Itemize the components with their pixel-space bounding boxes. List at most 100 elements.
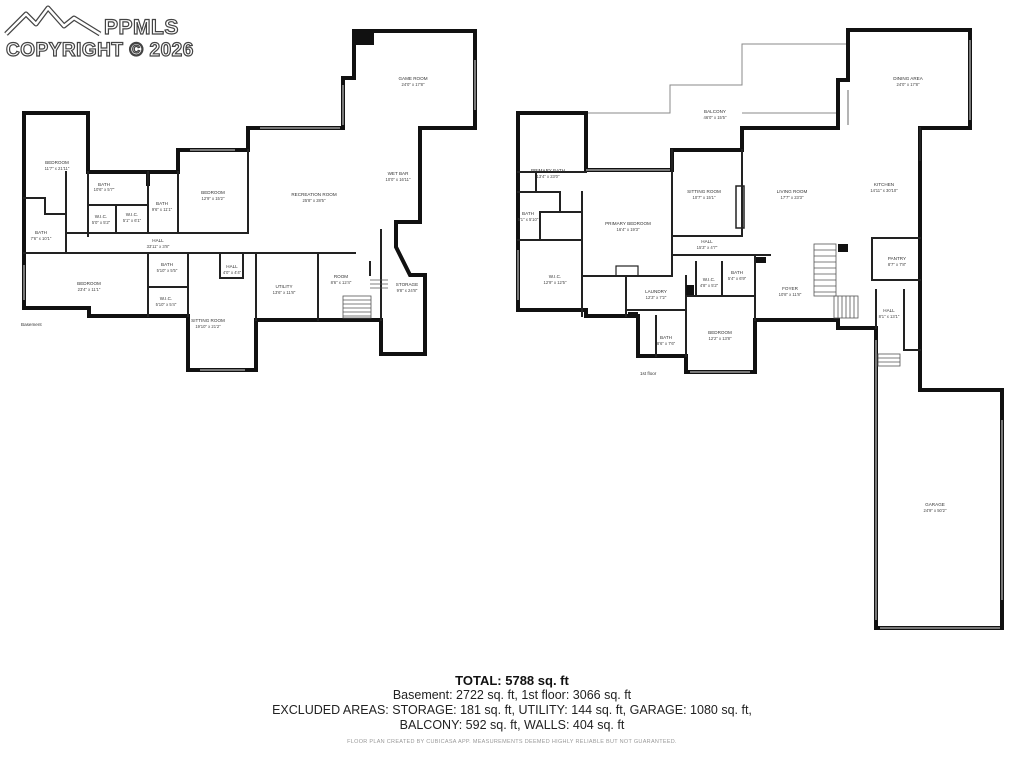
room-dims: 24'9" x 50'2" — [924, 508, 947, 513]
room-name: SITTING ROOM — [191, 318, 225, 323]
floor-areas: Basement: 2722 sq. ft, 1st floor: 3066 s… — [392, 688, 632, 702]
column-block — [838, 244, 848, 252]
room-name: HALL — [226, 264, 238, 269]
room-dims: 7'6" x 10'1" — [31, 236, 52, 241]
room-dims: 8'6" x 7'6" — [657, 341, 676, 346]
room-name: STORAGE — [396, 282, 418, 287]
room-name: HALL — [883, 308, 895, 313]
room-dims: 12'2" x 13'8" — [709, 336, 732, 341]
room-name: BALCONY — [704, 109, 726, 114]
room-name: LIVING ROOM — [777, 189, 808, 194]
column-block — [354, 31, 374, 45]
room-name: UTILITY — [275, 284, 292, 289]
room-dims: 12'9" x 15'2" — [202, 196, 225, 201]
room-name: LAUNDRY — [645, 289, 667, 294]
room-dims: 12'3" x 7'2" — [646, 295, 667, 300]
room-name: WET BAR — [388, 171, 410, 176]
room-name: BEDROOM — [77, 281, 101, 286]
room-dims: 15'3" x 4'7" — [697, 245, 718, 250]
room-name: W.I.C. — [126, 212, 139, 217]
room-dims: 23'4" x 11'1" — [78, 287, 101, 292]
room-dims: 25'8" x 28'5" — [303, 198, 326, 203]
area-summary: TOTAL: 5788 sq. ft Basement: 2722 sq. ft… — [0, 673, 1024, 745]
total-area: TOTAL: 5788 sq. ft — [455, 673, 569, 688]
room-name: GARAGE — [925, 502, 945, 507]
room-name: RECREATION ROOM — [291, 192, 337, 197]
fireplace — [735, 185, 745, 229]
room-name: W.I.C. — [549, 274, 562, 279]
room-name: BATH — [156, 201, 168, 206]
room-dims: 24'0" x 17'8" — [897, 82, 920, 87]
room-name: PRIMARY BATH — [531, 168, 565, 173]
room-dims: 12'9" x 12'5" — [544, 280, 567, 285]
column-block — [756, 257, 766, 263]
room-dims: 14'11" x 30'10" — [870, 188, 898, 193]
room-dims: 33'11" x 3'8" — [147, 244, 170, 249]
room-dims: 13'6" x 11'8" — [273, 290, 296, 295]
room-dims: 11'7" x 21'11" — [45, 166, 70, 171]
mountain-logo-icon — [4, 5, 102, 37]
room-name: BEDROOM — [45, 160, 69, 165]
room-dims: 4'8" x 5'2" — [700, 283, 719, 288]
room-name: PRIMARY BEDROOM — [605, 221, 651, 226]
room-name: BATH — [522, 211, 534, 216]
room-name: GAME ROOM — [398, 76, 427, 81]
room-dims: 10'6" x 5'7" — [94, 187, 115, 192]
room-dims: 5'10" x 5'4" — [156, 302, 177, 307]
logo-copyright-text: COPYRIGHT © 2026 — [5, 39, 194, 61]
column-block — [628, 312, 638, 318]
basement-plan: BEDROOM 11'7" x 21'11" BATH 10'6" x 5'7"… — [21, 29, 477, 372]
room-name: W.I.C. — [95, 214, 108, 219]
room-dims: 4'0" x 4'4" — [223, 270, 242, 275]
room-name: BATH — [731, 270, 743, 275]
room-name: DINING AREA — [893, 76, 924, 81]
basement-stairs — [342, 279, 388, 319]
room-dims: 8'6" x 12'4" — [331, 280, 352, 285]
room-dims: 10'0" x 16'11" — [386, 177, 411, 182]
room-name: ROOM — [334, 274, 348, 279]
room-dims: 46'0" x 15'5" — [704, 115, 727, 120]
room-dims: 8'1" x 13'1" — [879, 314, 900, 319]
column-block — [686, 285, 694, 295]
floor-label-first: 1st floor — [640, 371, 657, 376]
room-name: BATH — [161, 262, 173, 267]
room-dims: 10'8" x 11'8" — [779, 292, 802, 297]
room-name: HALL — [701, 239, 713, 244]
room-dims: 5'10" x 5'5" — [157, 268, 178, 273]
fireplace — [615, 265, 639, 277]
room-dims: 5'0" x 5'2" — [92, 220, 111, 225]
room-name: W.I.C. — [160, 296, 173, 301]
room-dims: 10'7" x 15'1" — [693, 195, 716, 200]
room-name: PANTRY — [888, 256, 906, 261]
room-dims: 13'4" x 23'0" — [537, 174, 560, 179]
room-name: SITTING ROOM — [687, 189, 721, 194]
excluded-areas: EXCLUDED AREAS: STORAGE: 181 sq. ft, UTI… — [272, 703, 752, 717]
room-dims: 5'1" x 5'10" — [518, 217, 539, 222]
room-dims: 17'7" x 23'3" — [781, 195, 804, 200]
room-name: BEDROOM — [201, 190, 225, 195]
room-name: BATH — [660, 335, 672, 340]
room-name: BATH — [35, 230, 47, 235]
room-name: W.I.C. — [703, 277, 716, 282]
room-name: BEDROOM — [708, 330, 732, 335]
room-dims: 19'10" x 21'2" — [195, 324, 221, 329]
first-floor-stairs — [813, 243, 901, 367]
room-name: KITCHEN — [874, 182, 894, 187]
excluded-areas-cont: BALCONY: 592 sq. ft, WALLS: 404 sq. ft — [399, 718, 625, 732]
room-dims: 5'1" x 6'1" — [123, 218, 142, 223]
room-dims: 16'4" x 19'3" — [617, 227, 640, 232]
floor-label-basement: Basement — [21, 322, 42, 327]
logo-brand-text: PPMLS — [103, 15, 179, 39]
first-floor-plan: BALCONY 46'0" x 15'5" DINING AREA 24'0" … — [516, 28, 1004, 630]
room-name: HALL — [152, 238, 164, 243]
room-dims: 8'7" x 7'8" — [888, 262, 907, 267]
ppmls-logo: PPMLS COPYRIGHT © 2026 — [4, 4, 204, 62]
room-dims: 9'6" x 11'1" — [152, 207, 173, 212]
room-name: BATH — [98, 182, 110, 187]
room-dims: 24'0" x 17'8" — [402, 82, 425, 87]
room-dims: 5'4" x 6'9" — [728, 276, 747, 281]
room-name: FOYER — [782, 286, 799, 291]
disclaimer: FLOOR PLAN CREATED BY CUBICASA APP. MEAS… — [347, 739, 677, 745]
room-dims: 9'8" x 24'8" — [397, 288, 418, 293]
